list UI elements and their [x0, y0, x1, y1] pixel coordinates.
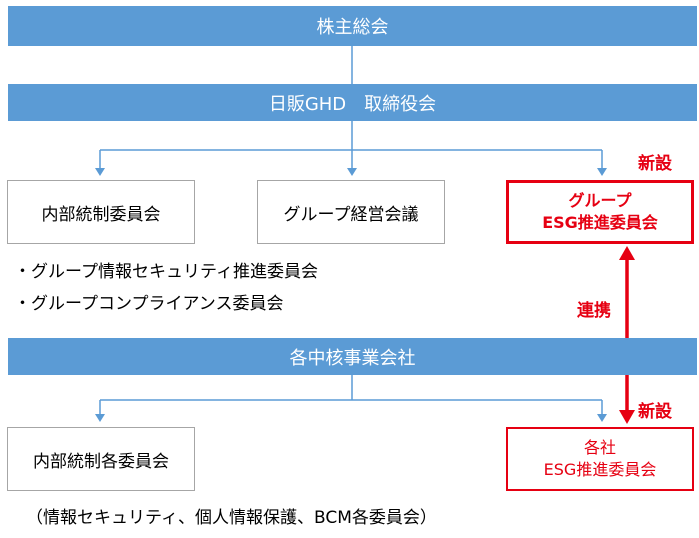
group-management-meeting-label: グループ経営会議	[283, 204, 419, 225]
board-of-directors-label: 日販GHD 取締役会	[268, 93, 437, 115]
link-label: 連携	[577, 301, 611, 321]
group-esg-committee-box: グループ ESG推進委員会	[506, 180, 694, 244]
arrow-row1-center	[347, 168, 357, 176]
board-of-directors-bar: 日販GHD 取締役会	[8, 84, 697, 121]
arrow-row1-left	[95, 168, 105, 176]
company-esg-committee-box: 各社 ESG推進委員会	[506, 427, 694, 491]
link-arrow-head-down	[619, 410, 635, 424]
internal-control-committee-label: 内部統制委員会	[41, 204, 161, 225]
core-companies-bar: 各中核事業会社	[8, 338, 697, 375]
company-esg-committee-label-line1: 各社	[583, 438, 616, 458]
group-esg-committee-label-line2: ESG推進委員会	[542, 213, 658, 232]
new-label-bottom: 新設	[638, 402, 672, 422]
internal-control-each-committee-box: 内部統制各委員会	[7, 427, 195, 491]
company-esg-committee-label-line2: ESG推進委員会	[543, 460, 657, 479]
new-label-top: 新設	[638, 154, 672, 174]
sub-committee-item-security: ・グループ情報セキュリティ推進委員会	[14, 262, 318, 282]
core-companies-label: 各中核事業会社	[289, 347, 416, 369]
internal-control-committee-box: 内部統制委員会	[7, 180, 195, 244]
arrow-row2-left	[95, 414, 105, 422]
link-arrow-head-up	[619, 246, 635, 260]
arrow-row2-right	[597, 414, 607, 422]
arrow-row1-right	[597, 168, 607, 176]
internal-control-each-committee-label: 内部統制各委員会	[33, 451, 169, 472]
sub-committee-item-compliance: ・グループコンプライアンス委員会	[14, 294, 284, 314]
footer-note: （情報セキュリティ、個人情報保護、BCM各委員会）	[26, 508, 437, 528]
group-management-meeting-box: グループ経営会議	[257, 180, 445, 244]
shareholders-meeting-bar: 株主総会	[8, 6, 697, 46]
group-esg-committee-label-line1: グループ	[568, 191, 632, 211]
shareholders-meeting-label: 株主総会	[316, 17, 389, 38]
